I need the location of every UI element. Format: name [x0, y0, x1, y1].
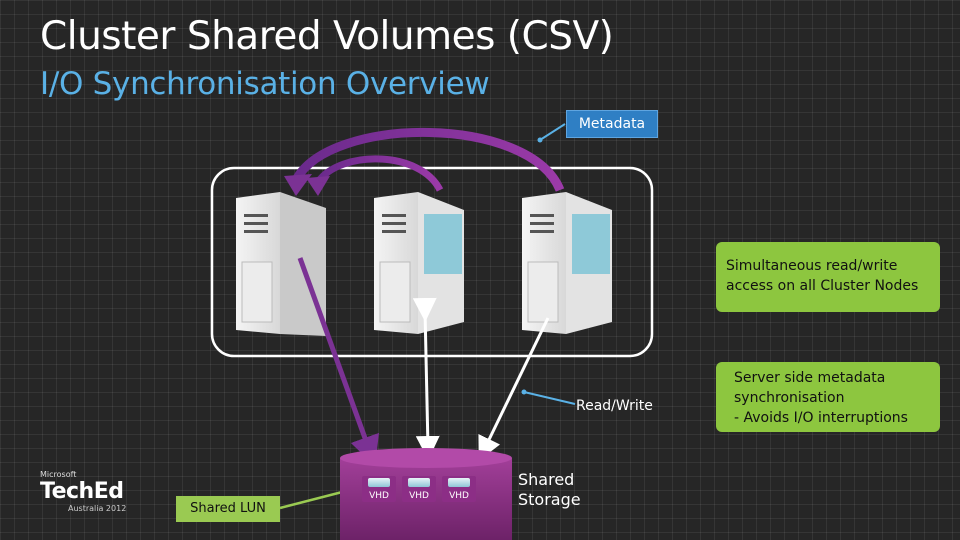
io-arrow-node2: [412, 297, 440, 460]
metadata-arrow-inner: [315, 155, 444, 192]
vhd-label: VHD: [409, 491, 429, 501]
io-arrow-node1: [297, 257, 380, 467]
vhd-label: VHD: [449, 491, 469, 501]
readwrite-leader-dot: [521, 389, 527, 395]
server-node-3: [522, 192, 612, 334]
server-side-sync-callout: Server side metadata synchronisation - A…: [716, 362, 940, 432]
vhd-disk-3: VHD: [442, 476, 476, 502]
metadata-arrowhead-outer: [284, 174, 312, 196]
disk-icon: [448, 478, 470, 487]
metadata-leader-dot: [537, 137, 543, 143]
server-node-1: [236, 192, 326, 336]
simultaneous-access-callout: Simultaneous read/write access on all Cl…: [716, 242, 940, 312]
vhd-label: VHD: [369, 491, 389, 501]
vhd-disk-2: VHD: [402, 476, 436, 502]
lun-leader: [279, 488, 351, 510]
io-arrow-node3: [478, 317, 550, 461]
logo-brand: Microsoft: [40, 470, 77, 479]
teched-logo: Microsoft TechEd Australia 2012: [40, 470, 126, 514]
readwrite-leader: [523, 391, 576, 405]
vhd-disk-1: VHD: [362, 476, 396, 502]
shared-storage-label: Shared Storage: [518, 470, 581, 509]
page-subtitle: I/O Synchronisation Overview: [40, 66, 490, 102]
metadata-leader: [539, 123, 566, 141]
page-title: Cluster Shared Volumes (CSV): [40, 14, 614, 59]
disk-icon: [408, 478, 430, 487]
metadata-arrow-outer: [292, 127, 565, 192]
metadata-callout: Metadata: [566, 110, 658, 138]
logo-name: TechEd: [40, 479, 124, 504]
readwrite-callout: Read/Write: [576, 398, 653, 414]
metadata-arrowhead-inner: [306, 176, 330, 196]
disk-icon: [368, 478, 390, 487]
server-node-2: [374, 192, 464, 334]
shared-lun-label: Shared LUN: [176, 496, 280, 522]
logo-event: Australia 2012: [68, 504, 127, 513]
